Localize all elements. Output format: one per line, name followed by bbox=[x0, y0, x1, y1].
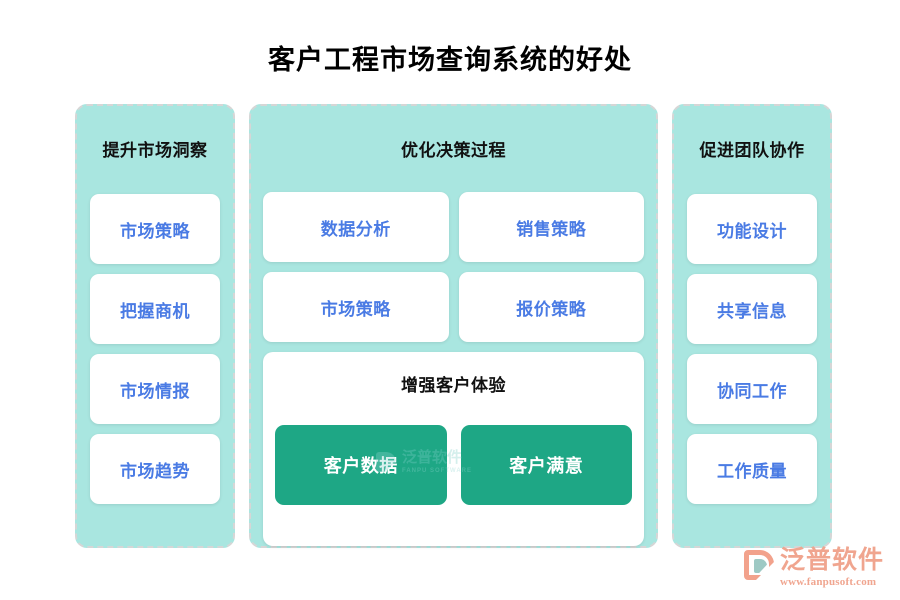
green-card-customer-data-label: 客户数据 bbox=[323, 456, 398, 476]
panel-title-center: 优化决策过程 bbox=[401, 141, 506, 160]
panel-title-right: 促进团队协作 bbox=[699, 141, 805, 160]
panel-left-items: 市场策略 把握商机 市场情报 市场趋势 bbox=[90, 194, 220, 504]
subpanel-items: 客户数据 客户满意 bbox=[275, 425, 632, 505]
card-right-4[interactable]: 工作质量 bbox=[687, 434, 817, 504]
panel-optimize-decision-process: 优化决策过程 数据分析 销售策略 市场策略 报价策略 增强客户体验 客户数据 bbox=[249, 104, 658, 548]
green-card-customer-satisfaction-label: 客户满意 bbox=[509, 456, 584, 476]
card-center-2[interactable]: 销售策略 bbox=[458, 192, 644, 262]
panel-right-items: 功能设计 共享信息 协同工作 工作质量 bbox=[687, 194, 817, 504]
card-left-4-label: 市场趋势 bbox=[120, 461, 190, 481]
brand-url: www.fanpusoft.com bbox=[779, 576, 877, 588]
card-left-3[interactable]: 市场情报 bbox=[90, 354, 220, 424]
card-center-1-label: 数据分析 bbox=[320, 219, 391, 239]
brand-logo: 泛普软件 www.fanpusoft.com bbox=[743, 548, 884, 588]
green-card-customer-data[interactable]: 客户数据 bbox=[275, 425, 447, 505]
card-right-1-label: 功能设计 bbox=[717, 221, 787, 241]
card-center-1[interactable]: 数据分析 bbox=[263, 192, 449, 262]
card-right-4-label: 工作质量 bbox=[717, 461, 787, 481]
panel-center-items: 数据分析 销售策略 市场策略 报价策略 bbox=[263, 192, 644, 342]
fanpu-logo-icon bbox=[743, 550, 776, 582]
subpanel-title: 增强客户体验 bbox=[401, 376, 506, 395]
panel-promote-team-collaboration: 促进团队协作 功能设计 共享信息 协同工作 工作质量 bbox=[672, 104, 832, 548]
card-center-3[interactable]: 市场策略 bbox=[263, 272, 449, 342]
card-right-3[interactable]: 协同工作 bbox=[687, 354, 817, 424]
card-left-1-label: 市场策略 bbox=[120, 221, 190, 241]
panel-title-left: 提升市场洞察 bbox=[102, 141, 208, 160]
card-right-1[interactable]: 功能设计 bbox=[687, 194, 817, 264]
card-right-3-label: 协同工作 bbox=[717, 381, 787, 401]
card-left-2-label: 把握商机 bbox=[120, 301, 190, 321]
subpanel-enhance-customer-experience: 增强客户体验 客户数据 客户满意 泛普软件 FANPU SOFTWARE bbox=[263, 352, 644, 546]
green-card-customer-satisfaction[interactable]: 客户满意 bbox=[460, 425, 632, 505]
card-center-3-label: 市场策略 bbox=[320, 299, 391, 319]
card-left-2[interactable]: 把握商机 bbox=[90, 274, 220, 344]
card-right-2-label: 共享信息 bbox=[717, 301, 787, 321]
card-right-2[interactable]: 共享信息 bbox=[687, 274, 817, 344]
page-title: 客户工程市场查询系统的好处 bbox=[268, 45, 632, 75]
brand-name: 泛普软件 bbox=[779, 546, 884, 574]
card-left-1[interactable]: 市场策略 bbox=[90, 194, 220, 264]
columns-container: 提升市场洞察 市场策略 把握商机 市场情报 市场趋势 优化决策过程 数据分析 销… bbox=[75, 104, 832, 548]
card-center-4-label: 报价策略 bbox=[516, 299, 587, 319]
panel-improve-market-insight: 提升市场洞察 市场策略 把握商机 市场情报 市场趋势 bbox=[75, 104, 235, 548]
card-left-4[interactable]: 市场趋势 bbox=[90, 434, 220, 504]
card-center-2-label: 销售策略 bbox=[516, 219, 587, 239]
card-left-3-label: 市场情报 bbox=[120, 381, 190, 401]
brand-logo-text: 泛普软件 www.fanpusoft.com bbox=[780, 548, 884, 588]
card-center-4[interactable]: 报价策略 bbox=[458, 272, 644, 342]
